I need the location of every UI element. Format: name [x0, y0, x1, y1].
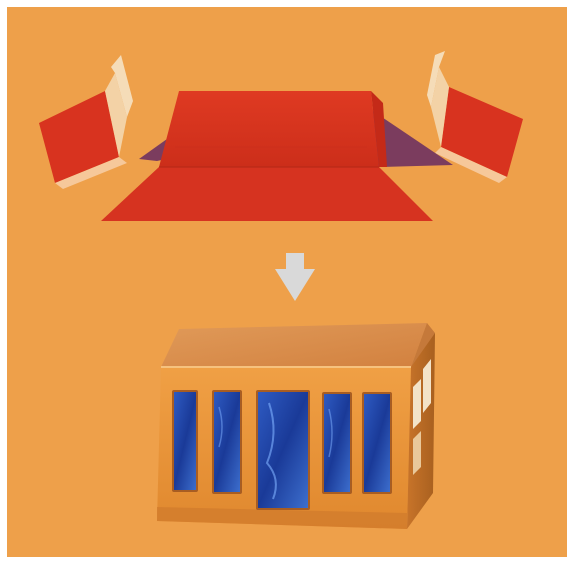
window-5	[363, 393, 391, 493]
window-1	[173, 391, 197, 491]
folding-diagram	[7, 7, 567, 557]
window-2	[213, 391, 241, 493]
figure-background	[7, 7, 567, 557]
down-arrow-icon	[275, 253, 315, 301]
window-3	[257, 391, 309, 509]
left-wall-piece	[39, 55, 133, 189]
assembled-box	[157, 323, 435, 529]
unfolded-net	[39, 51, 523, 221]
box-top	[161, 323, 427, 367]
window-4	[323, 393, 351, 493]
